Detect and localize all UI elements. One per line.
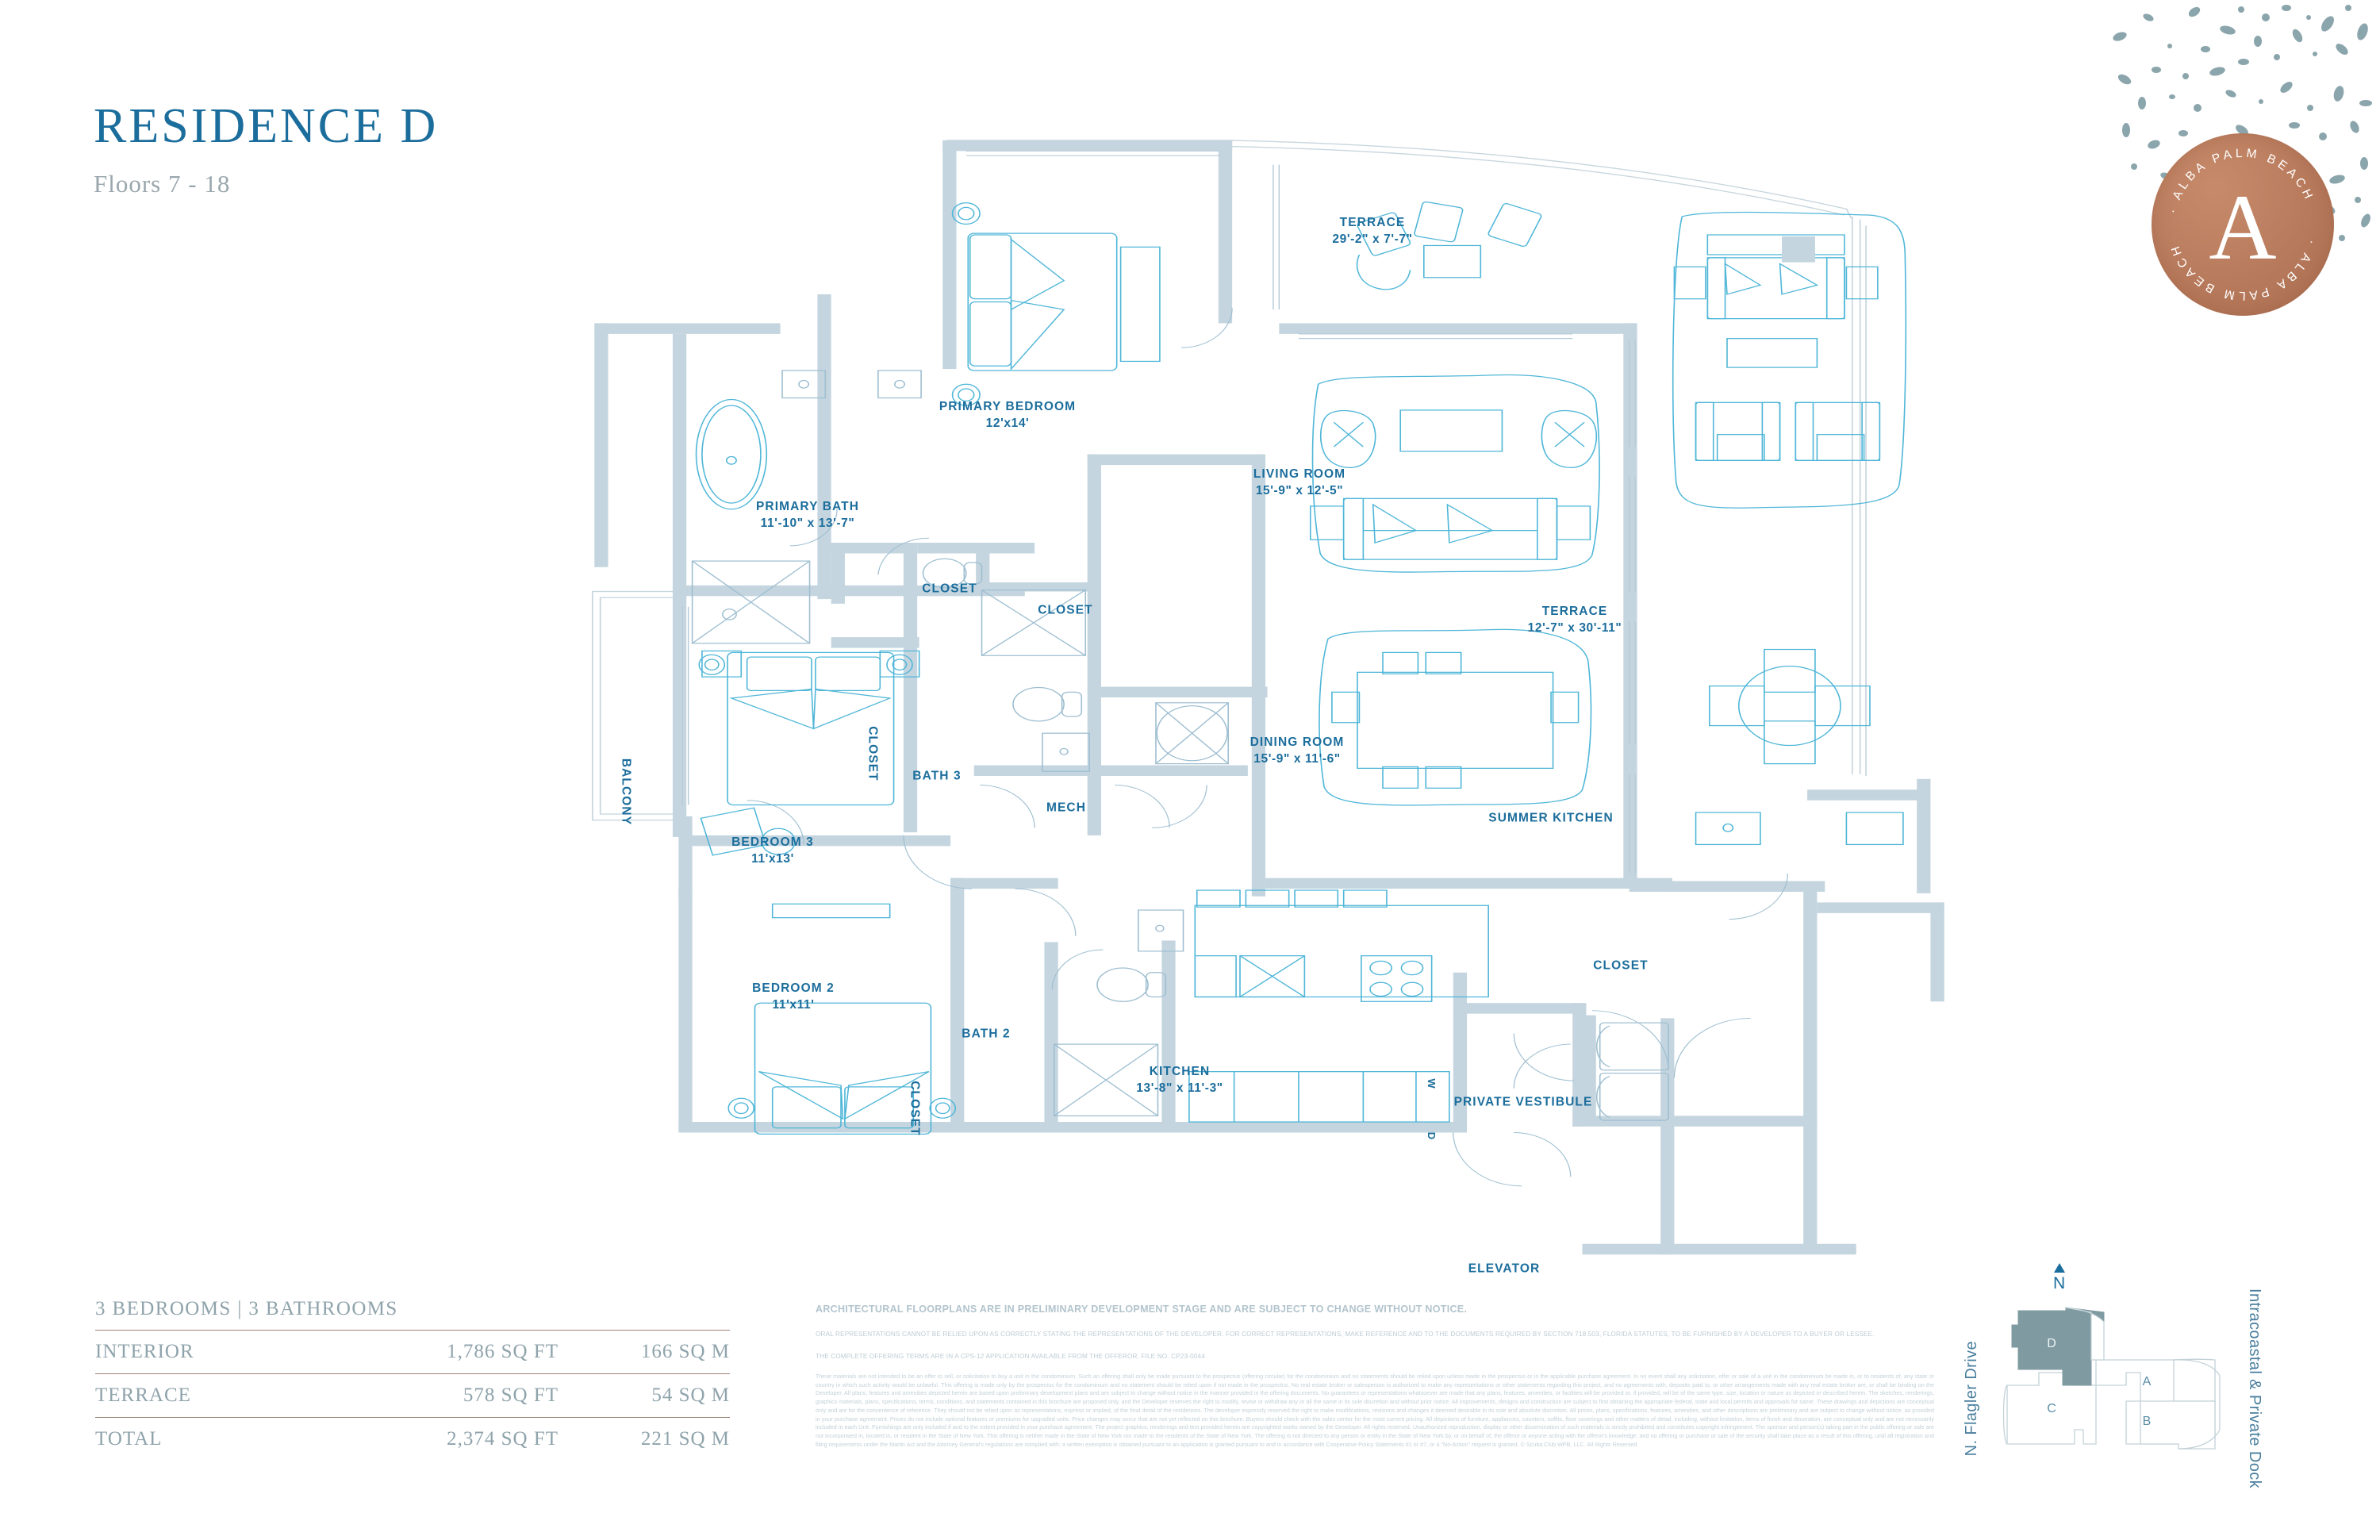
- keyplan-label-C: C: [2047, 1402, 2056, 1415]
- room-label-balcony: BALCONY: [619, 758, 633, 826]
- spec-sqft-total: 2,374 SQ FT: [292, 1417, 603, 1461]
- floors-subtitle: Floors 7 - 18: [94, 170, 231, 198]
- keyplan-label-A: A: [2143, 1375, 2152, 1388]
- spec-label-interior: INTERIOR: [95, 1330, 293, 1374]
- page-title: RESIDENCE D: [94, 99, 439, 153]
- table-row: TOTAL 2,374 SQ FT 221 SQ M: [95, 1417, 730, 1461]
- disclaimer-block: ARCHITECTURAL FLOORPLANS ARE IN PRELIMIN…: [816, 1304, 1934, 1450]
- furniture-linework: [691, 201, 1907, 1135]
- room-label-bath-3: BATH 3: [912, 769, 962, 783]
- north-arrow: N: [2053, 1263, 2065, 1293]
- oral-representations-notice: ORAL REPRESENTATIONS CANNOT BE RELIED UP…: [816, 1331, 1875, 1338]
- spec-sqm-terrace: 54 SQ M: [603, 1373, 730, 1418]
- spec-label-total: TOTAL: [95, 1417, 293, 1461]
- room-label-closet-bedroom3: CLOSET: [866, 726, 880, 782]
- legal-fineprint: These materials are not intended to be a…: [816, 1372, 1934, 1449]
- room-label-summer-kitchen: SUMMER KITCHEN: [1488, 811, 1614, 825]
- table-row: INTERIOR 1,786 SQ FT 166 SQ M: [95, 1330, 730, 1374]
- room-label-closet-entry: CLOSET: [1593, 958, 1649, 973]
- room-label-bath-2: BATH 2: [962, 1027, 1011, 1041]
- room-label-closet-primary-small: CLOSET: [922, 582, 977, 596]
- appliance-label-dryer: D: [1425, 1131, 1438, 1141]
- logo-monogram: A: [2209, 175, 2276, 279]
- north-label: N: [2053, 1274, 2066, 1292]
- spec-sqm-interior: 166 SQ M: [603, 1330, 730, 1374]
- wall-fill: [594, 140, 1944, 1255]
- room-label-elevator: ELEVATOR: [1468, 1262, 1541, 1276]
- bed-bath-heading: 3 BEDROOMS | 3 BATHROOMS: [95, 1298, 398, 1319]
- spec-sqft-interior: 1,786 SQ FT: [292, 1330, 603, 1374]
- room-label-closet-primary-walk: CLOSET: [1038, 603, 1093, 617]
- room-label-closet-bedroom2: CLOSET: [908, 1081, 922, 1136]
- spec-sqft-terrace: 578 SQ FT: [292, 1373, 603, 1418]
- keyplan-label-B: B: [2143, 1415, 2152, 1428]
- spec-sqm-total: 221 SQ M: [603, 1417, 730, 1461]
- keyplan-label-D: D: [2047, 1337, 2056, 1350]
- key-plan: D A B C: [1936, 1254, 2277, 1484]
- offering-terms-notice: THE COMPLETE OFFERING TERMS ARE IN A CPS…: [816, 1352, 1205, 1360]
- unit-spec-table: 3 BEDROOMS | 3 BATHROOMS INTERIOR 1,786 …: [95, 1298, 730, 1461]
- room-label-private-vestibule: PRIVATE VESTIBULE: [1453, 1095, 1593, 1109]
- spec-label-terrace: TERRACE: [95, 1373, 293, 1418]
- alba-palm-beach-logo: · ALBA PALM BEACH · ALBA PALM BEACH A: [2152, 133, 2334, 316]
- title-block: RESIDENCE D Floors 7 - 18: [94, 102, 438, 198]
- room-label-mech: MECH: [1046, 801, 1087, 815]
- north-arrow-icon: [2053, 1263, 2065, 1273]
- keyplan-water-label: Intracoastal & Private Dock: [2246, 1288, 2263, 1489]
- preliminary-notice: ARCHITECTURAL FLOORPLANS ARE IN PRELIMIN…: [816, 1304, 1468, 1315]
- appliance-label-washer: W: [1425, 1078, 1438, 1089]
- table-row: TERRACE 578 SQ FT 54 SQ M: [95, 1373, 730, 1418]
